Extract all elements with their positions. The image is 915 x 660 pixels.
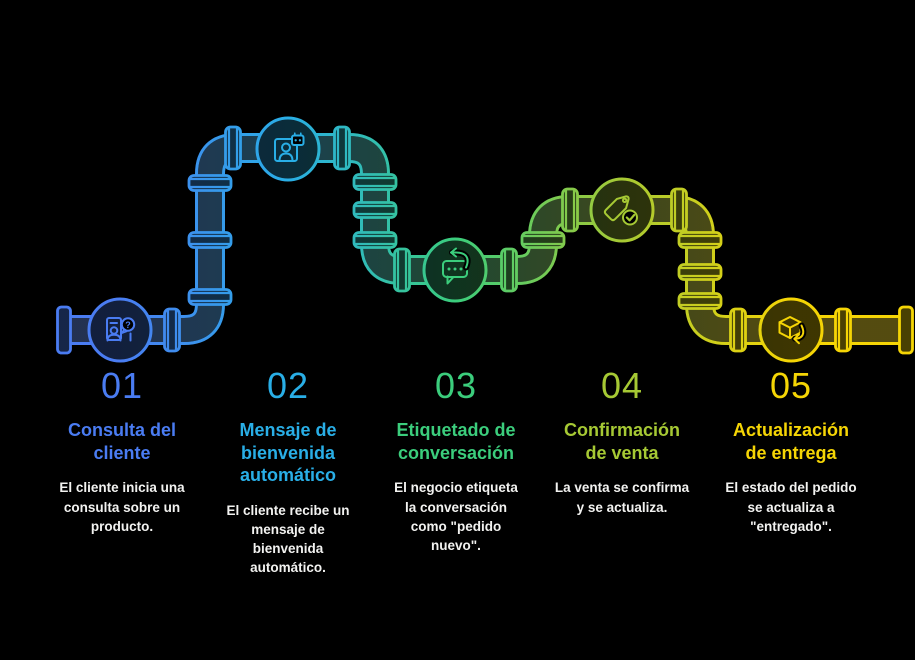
customer-inquiry-icon: ? bbox=[106, 317, 136, 342]
chat-reply-icon bbox=[442, 247, 471, 285]
pipe-network bbox=[56, 116, 914, 363]
svg-text:?: ? bbox=[125, 320, 131, 330]
tag-check-icon bbox=[603, 195, 638, 226]
package-return-icon bbox=[778, 316, 807, 345]
welcome-bot-icon bbox=[274, 132, 305, 162]
